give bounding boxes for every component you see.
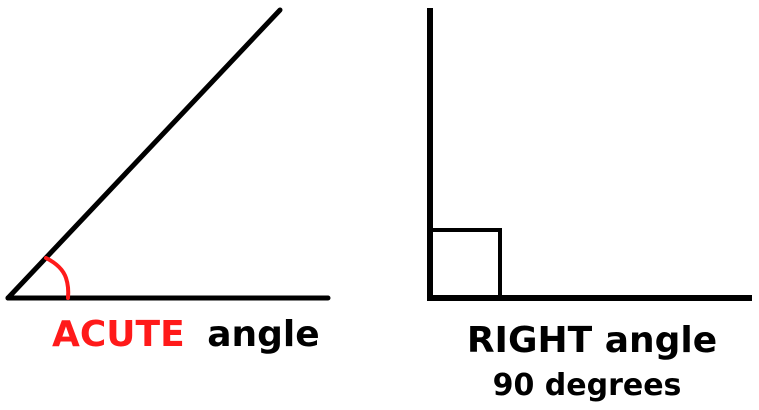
acute-angle-arc-marker [44, 256, 71, 300]
acute-angle-label-word: ACUTE [52, 314, 185, 355]
acute-angle-label: ACUTE angle [52, 314, 320, 355]
right-angle-figure [427, 8, 752, 301]
right-angle-label: RIGHT angle [467, 320, 717, 361]
right-angle-subtitle: 90 degrees [493, 368, 682, 403]
acute-angle-slanted-ray [5, 7, 283, 301]
acute-angle-label-rest: angle [207, 314, 319, 355]
right-angle-square-marker [429, 228, 502, 300]
acute-angle-figure [5, 7, 331, 301]
